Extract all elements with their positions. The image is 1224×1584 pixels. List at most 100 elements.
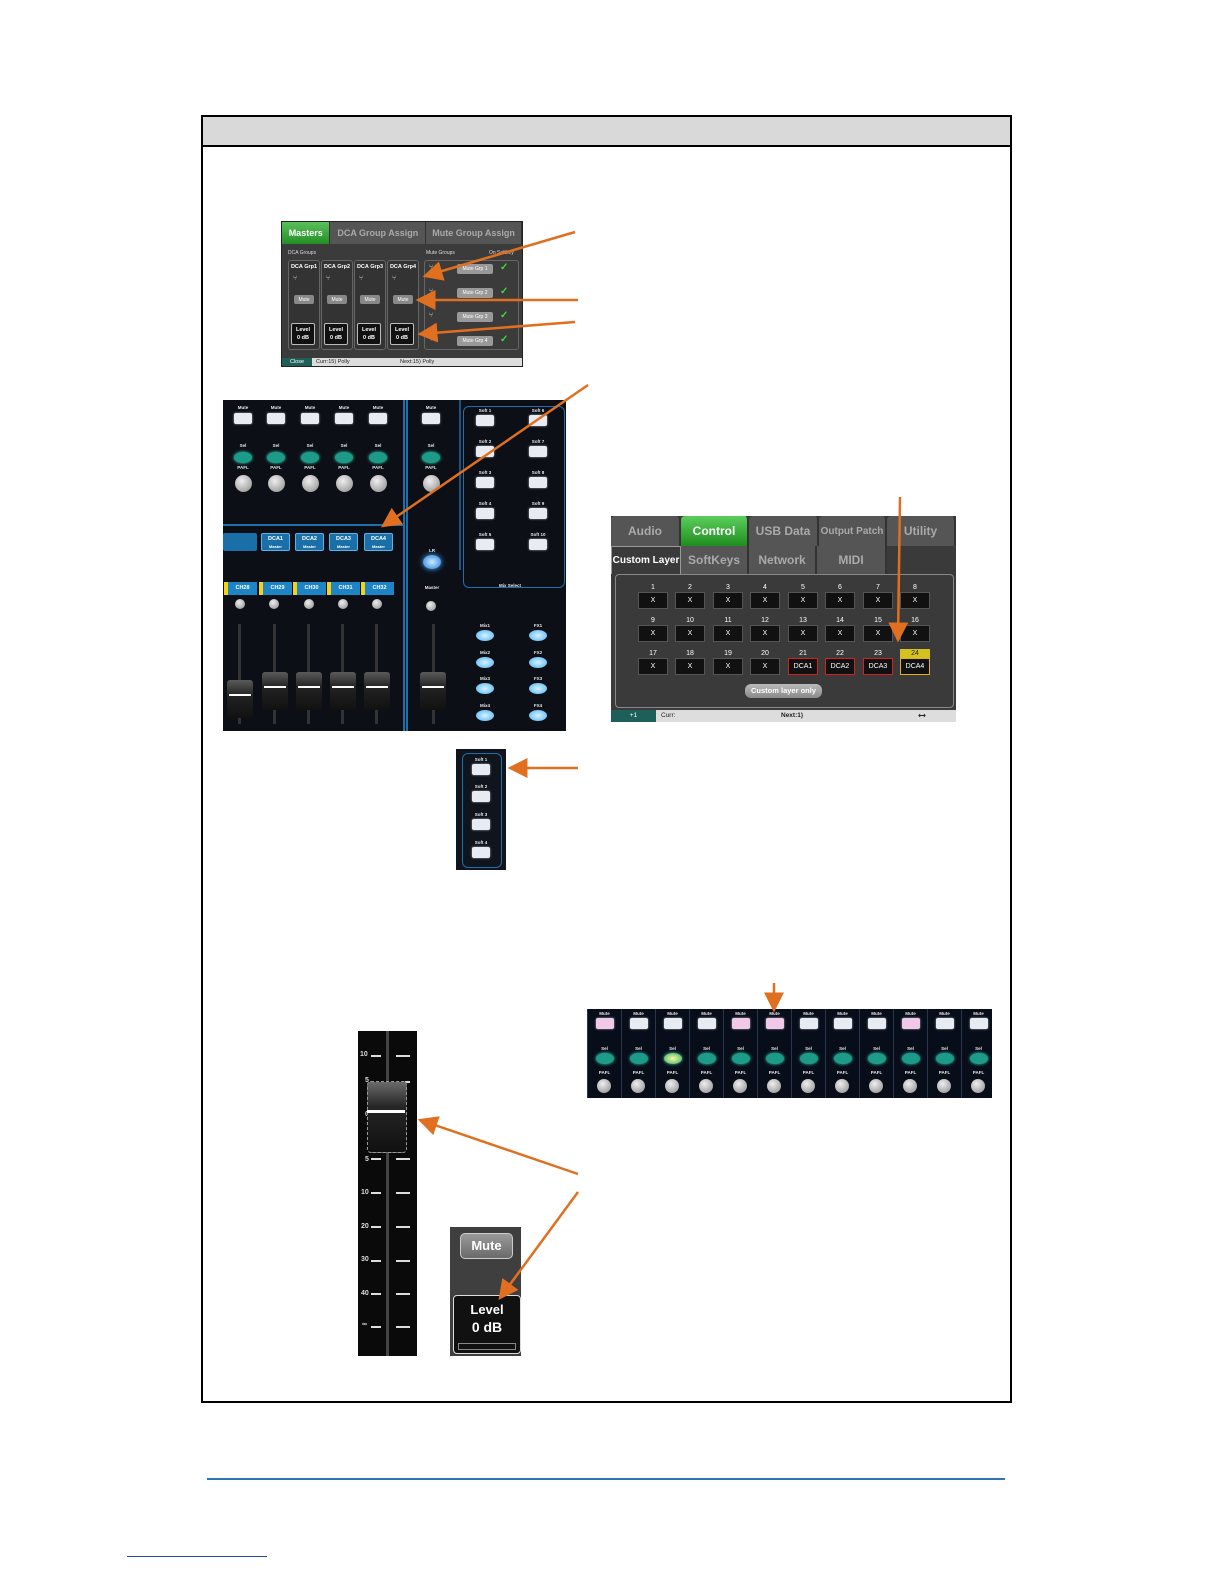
cell-assign-button[interactable]: X: [825, 625, 855, 642]
cell-assign-button[interactable]: X: [638, 658, 668, 675]
cell-assign-button[interactable]: DCA1: [788, 658, 818, 675]
mute-button[interactable]: [422, 413, 440, 424]
checkmark-icon[interactable]: ✓: [500, 310, 509, 321]
sel-button[interactable]: [834, 1053, 852, 1064]
gain-knob[interactable]: [372, 599, 382, 609]
checkmark-icon[interactable]: ✓: [500, 262, 509, 273]
cell-assign-button[interactable]: X: [863, 625, 893, 642]
sel-button[interactable]: [800, 1053, 818, 1064]
pafl-button[interactable]: [699, 1079, 713, 1093]
mix-select-button[interactable]: [476, 630, 494, 641]
mute-button[interactable]: [369, 413, 387, 424]
cell-assign-button[interactable]: X: [750, 592, 780, 609]
tab-midi[interactable]: MIDI: [817, 546, 887, 574]
channel-button-ch31[interactable]: CH31: [331, 582, 360, 595]
pafl-button[interactable]: [971, 1079, 985, 1093]
channel-button-ch32[interactable]: CH32: [365, 582, 394, 595]
mix-select-button[interactable]: [476, 710, 494, 721]
softkey-button[interactable]: [529, 415, 547, 426]
pafl-button[interactable]: [631, 1079, 645, 1093]
tab-network[interactable]: Network: [749, 546, 817, 574]
plus-one-button[interactable]: +1: [611, 710, 656, 722]
softkey-button[interactable]: [472, 791, 490, 802]
mute-button[interactable]: [766, 1018, 784, 1029]
mute-button[interactable]: [664, 1018, 682, 1029]
cell-assign-button[interactable]: X: [863, 592, 893, 609]
mix-select-button[interactable]: [476, 657, 494, 668]
mute-button[interactable]: [596, 1018, 614, 1029]
sel-button[interactable]: [267, 452, 285, 463]
sel-button[interactable]: [902, 1053, 920, 1064]
cell-assign-button[interactable]: X: [750, 625, 780, 642]
softkey-button[interactable]: [472, 819, 490, 830]
cell-assign-button[interactable]: X: [900, 625, 930, 642]
mute-button[interactable]: [902, 1018, 920, 1029]
fx-select-button[interactable]: [529, 630, 547, 641]
tab-masters[interactable]: Masters: [282, 222, 331, 244]
cell-assign-button[interactable]: DCA2: [825, 658, 855, 675]
pafl-button[interactable]: [835, 1079, 849, 1093]
tab-utility[interactable]: Utility: [887, 516, 956, 546]
lr-select-button[interactable]: [423, 555, 441, 569]
sel-button[interactable]: [596, 1053, 614, 1064]
cell-assign-button[interactable]: X: [788, 592, 818, 609]
sel-button[interactable]: [970, 1053, 988, 1064]
softkey-button[interactable]: [529, 539, 547, 550]
sel-button[interactable]: [234, 452, 252, 463]
softkey-button[interactable]: [476, 446, 494, 457]
mute-button[interactable]: Mute: [460, 1233, 513, 1259]
mute-button[interactable]: [970, 1018, 988, 1029]
checkmark-icon[interactable]: ✓: [500, 334, 509, 345]
softkey-button[interactable]: [529, 477, 547, 488]
cell-assign-button[interactable]: X: [750, 658, 780, 675]
master-fader[interactable]: [420, 672, 446, 710]
channel-button-ch29[interactable]: CH29: [263, 582, 292, 595]
mute-button[interactable]: [301, 413, 319, 424]
pafl-button[interactable]: [937, 1079, 951, 1093]
dca-mute-button[interactable]: Mute: [393, 295, 413, 304]
softkey-button[interactable]: [529, 508, 547, 519]
fx-select-button[interactable]: [529, 683, 547, 694]
sel-button[interactable]: [698, 1053, 716, 1064]
channel-fader[interactable]: [227, 680, 253, 718]
sel-button[interactable]: [936, 1053, 954, 1064]
dca-mute-button[interactable]: Mute: [294, 295, 314, 304]
pafl-button[interactable]: [336, 475, 353, 492]
sel-button[interactable]: [732, 1053, 750, 1064]
tab-usb-data[interactable]: USB Data: [749, 516, 819, 546]
mute-button[interactable]: [834, 1018, 852, 1029]
gain-knob[interactable]: [235, 599, 245, 609]
custom-layer-only-button[interactable]: Custom layer only: [745, 684, 822, 698]
sel-button[interactable]: [422, 452, 440, 463]
softkey-button[interactable]: [476, 539, 494, 550]
cell-assign-button[interactable]: DCA4: [900, 658, 930, 675]
pafl-button[interactable]: [235, 475, 252, 492]
sel-button[interactable]: [868, 1053, 886, 1064]
channel-button-ch28[interactable]: CH28: [228, 582, 257, 595]
mute-group-button-3[interactable]: Mute Grp 3: [457, 312, 493, 322]
softkey-button[interactable]: [472, 847, 490, 858]
tab-dca-group-assign[interactable]: DCA Group Assign: [330, 222, 427, 244]
checkmark-icon[interactable]: ✓: [500, 286, 509, 297]
pafl-button[interactable]: [597, 1079, 611, 1093]
sel-button[interactable]: [369, 452, 387, 463]
sel-button[interactable]: [301, 452, 319, 463]
softkey-button[interactable]: [476, 415, 494, 426]
pafl-button[interactable]: [423, 475, 440, 492]
channel-fader[interactable]: [330, 672, 356, 710]
mute-button[interactable]: [800, 1018, 818, 1029]
pafl-button[interactable]: [767, 1079, 781, 1093]
mute-button[interactable]: [234, 413, 252, 424]
pafl-button[interactable]: [733, 1079, 747, 1093]
cell-assign-button[interactable]: X: [788, 625, 818, 642]
tab-mute-group-assign[interactable]: Mute Group Assign: [426, 222, 522, 244]
mute-group-button-4[interactable]: Mute Grp 4: [457, 336, 493, 346]
cell-assign-button[interactable]: X: [675, 625, 705, 642]
cell-assign-button[interactable]: DCA3: [863, 658, 893, 675]
